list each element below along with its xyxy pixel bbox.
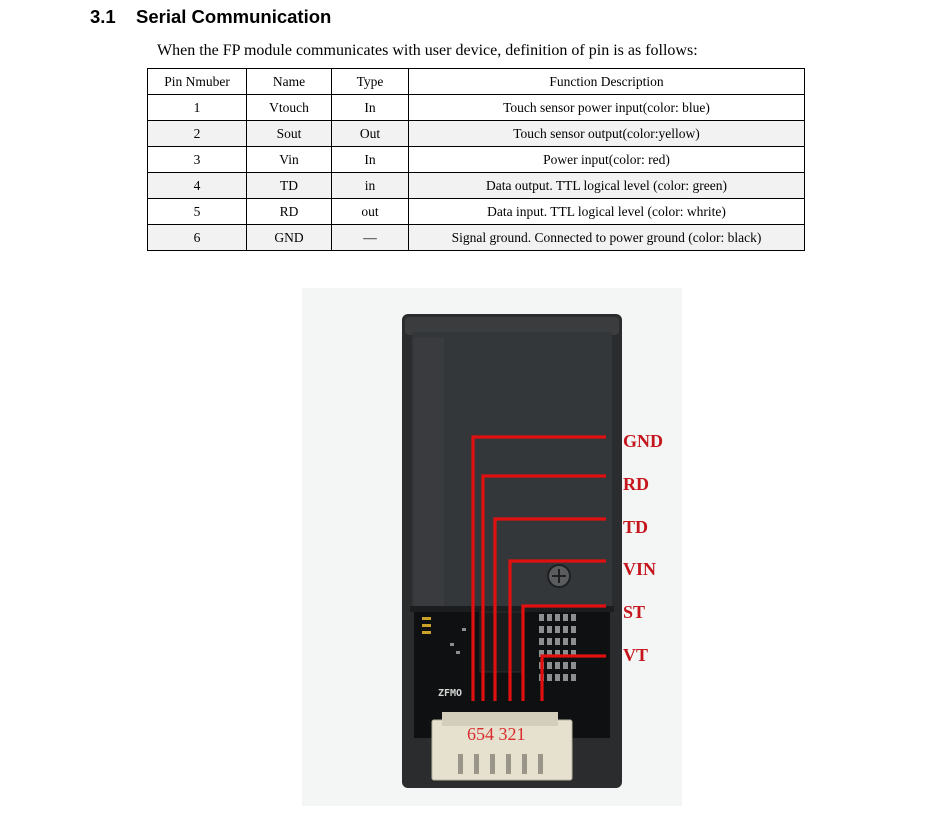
wire-rd <box>481 474 606 701</box>
section-number: 3.1 <box>90 6 116 27</box>
cell-type: In <box>331 94 409 121</box>
cell-pin-number: 1 <box>147 94 247 121</box>
header-pin-number: Pin Nmuber <box>147 68 247 95</box>
label-rd: RD <box>623 474 649 494</box>
cell-function: Touch sensor power input(color: blue) <box>408 94 805 121</box>
module-photo: ZFMO 654 321 GND RD TD VIN ST VT <box>302 288 682 806</box>
table-row: 4 TD in Data output. TTL logical level (… <box>147 172 805 199</box>
table-header-row: Pin Nmuber Name Type Function Descriptio… <box>147 68 805 95</box>
cell-type: — <box>331 224 409 251</box>
header-name: Name <box>246 68 332 95</box>
table-row: 6 GND — Signal ground. Connected to powe… <box>147 224 805 251</box>
wire-vin <box>508 559 606 701</box>
cell-function: Signal ground. Connected to power ground… <box>408 224 805 251</box>
cell-name: GND <box>246 224 332 251</box>
header-function: Function Description <box>408 68 805 95</box>
connector-pins <box>458 754 543 774</box>
cell-name: RD <box>246 198 332 225</box>
board-silkscreen: ZFMO <box>438 688 462 699</box>
cell-pin-number: 5 <box>147 198 247 225</box>
pin-definition-table: Pin Nmuber Name Type Function Descriptio… <box>147 68 805 251</box>
table-row: 2 Sout Out Touch sensor output(color:yel… <box>147 120 805 147</box>
cell-name: Sout <box>246 120 332 147</box>
cell-name: TD <box>246 172 332 199</box>
pcb-edge <box>410 606 614 612</box>
header-type: Type <box>331 68 409 95</box>
cell-function: Data output. TTL logical level (color: g… <box>408 172 805 199</box>
cell-type: In <box>331 146 409 173</box>
cell-pin-number: 6 <box>147 224 247 251</box>
pin-numbers: 654 321 <box>467 724 526 744</box>
label-gnd: GND <box>623 431 663 451</box>
table-row: 5 RD out Data input. TTL logical level (… <box>147 198 805 225</box>
wire-st <box>521 604 606 701</box>
gold-pads <box>422 617 431 634</box>
housing-sheen <box>414 338 444 608</box>
label-vt: VT <box>623 645 648 665</box>
section-title: Serial Communication <box>136 6 332 27</box>
housing-rim <box>405 317 619 335</box>
table-row: 1 Vtouch In Touch sensor power input(col… <box>147 94 805 121</box>
cell-name: Vin <box>246 146 332 173</box>
cell-pin-number: 3 <box>147 146 247 173</box>
cell-type: out <box>331 198 409 225</box>
cell-name: Vtouch <box>246 94 332 121</box>
table-row: 3 Vin In Power input(color: red) <box>147 146 805 173</box>
cell-function: Data input. TTL logical level (color: wh… <box>408 198 805 225</box>
connector-slot <box>442 712 558 726</box>
label-vin: VIN <box>623 559 656 579</box>
label-td: TD <box>623 517 648 537</box>
main-chip <box>479 611 525 673</box>
wire-lines <box>471 435 606 701</box>
label-st: ST <box>623 602 645 622</box>
cell-pin-number: 2 <box>147 120 247 147</box>
wire-td <box>493 517 606 701</box>
cell-pin-number: 4 <box>147 172 247 199</box>
intro-paragraph: When the FP module communicates with use… <box>157 42 698 59</box>
cell-type: in <box>331 172 409 199</box>
section-heading: 3.1 Serial Communication <box>90 6 331 28</box>
cell-function: Touch sensor output(color:yellow) <box>408 120 805 147</box>
wire-vt <box>540 654 606 701</box>
cell-function: Power input(color: red) <box>408 146 805 173</box>
screw-icon <box>547 564 571 588</box>
wire-gnd <box>471 435 606 701</box>
cell-type: Out <box>331 120 409 147</box>
housing-window <box>412 332 612 612</box>
